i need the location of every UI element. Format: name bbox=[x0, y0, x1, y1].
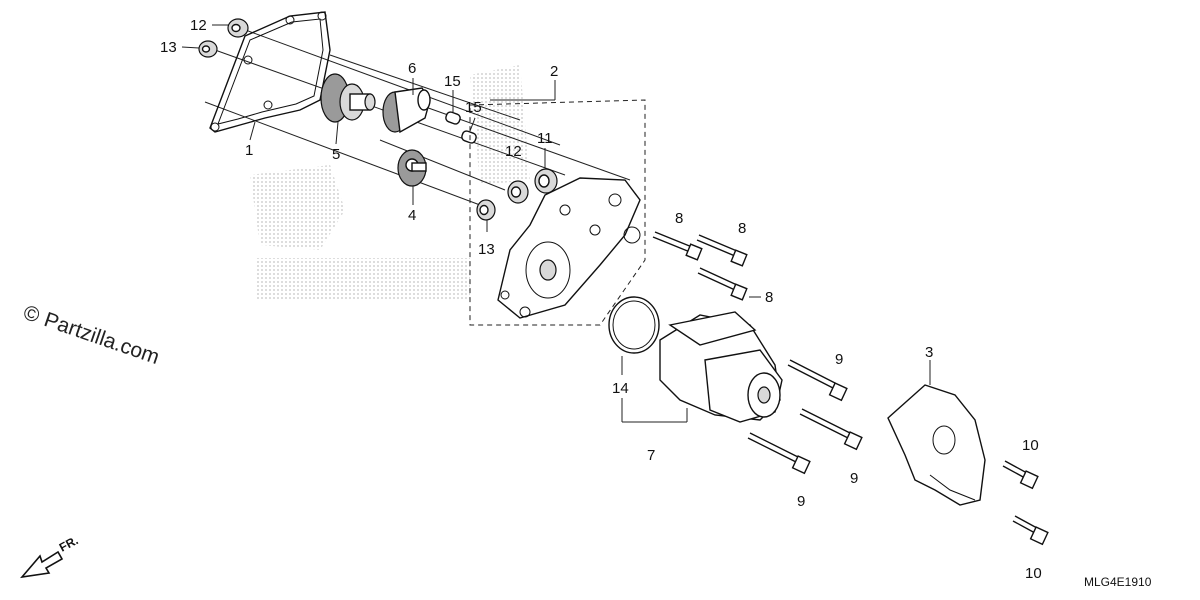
label-part-15-a: 15 bbox=[444, 73, 461, 90]
diagram-code: MLG4E1910 bbox=[1084, 575, 1152, 589]
bolt-8-c bbox=[697, 267, 748, 301]
front-label: FR. bbox=[57, 533, 81, 554]
label-part-5: 5 bbox=[332, 146, 340, 163]
o-ring-14 bbox=[608, 296, 660, 354]
label-part-10-b: 10 bbox=[1025, 565, 1042, 582]
label-part-4: 4 bbox=[408, 207, 416, 224]
dotted-brand-watermark bbox=[250, 65, 530, 300]
label-part-1: 1 bbox=[245, 142, 253, 159]
gear-4-part bbox=[397, 149, 427, 187]
label-part-6: 6 bbox=[408, 60, 416, 77]
seal-11 bbox=[534, 168, 558, 194]
bolt-8-a bbox=[652, 231, 703, 261]
leader-lines bbox=[181, 24, 931, 423]
label-part-15-b: 15 bbox=[465, 99, 482, 116]
label-part-9-b: 9 bbox=[850, 470, 858, 487]
copyright-symbol: © bbox=[20, 301, 43, 328]
label-part-11: 11 bbox=[537, 130, 553, 147]
front-arrow-icon bbox=[19, 550, 64, 579]
label-part-12-top: 12 bbox=[190, 17, 207, 34]
label-part-12-center: 12 bbox=[505, 143, 522, 160]
seal-12-top bbox=[227, 18, 249, 38]
label-part-14: 14 bbox=[612, 380, 629, 397]
watermark-text: Partzilla.com bbox=[41, 308, 162, 369]
gear-housing-part bbox=[469, 99, 646, 326]
label-part-13-center: 13 bbox=[478, 241, 495, 258]
bolt-10-a bbox=[1002, 460, 1039, 490]
label-part-9-a: 9 bbox=[835, 351, 843, 368]
label-part-9-c: 9 bbox=[797, 493, 805, 510]
front-direction-indicator: FR. bbox=[19, 533, 81, 579]
motor-cover-part bbox=[887, 384, 986, 506]
gear-6-part bbox=[382, 87, 431, 134]
label-part-8-c: 8 bbox=[765, 289, 773, 306]
label-part-13-top: 13 bbox=[160, 39, 177, 56]
bolt-10-b bbox=[1012, 515, 1049, 546]
bolt-9-c bbox=[747, 432, 811, 475]
gasket-part bbox=[209, 11, 331, 133]
seal-13-center bbox=[476, 199, 496, 221]
copyright-watermark: © Partzilla.com bbox=[20, 301, 162, 369]
label-part-3: 3 bbox=[925, 344, 933, 361]
seal-13-top bbox=[198, 40, 218, 58]
dowel-pin-15-a bbox=[445, 111, 461, 125]
label-part-7: 7 bbox=[647, 447, 655, 464]
bolt-9-a bbox=[787, 359, 848, 402]
bolt-9-b bbox=[799, 408, 863, 451]
label-part-10-a: 10 bbox=[1022, 437, 1039, 454]
label-part-2: 2 bbox=[550, 63, 558, 80]
seal-12-center bbox=[507, 180, 529, 204]
label-part-8-a: 8 bbox=[675, 210, 683, 227]
gear-5-part bbox=[320, 73, 376, 123]
bolt-8-b bbox=[696, 234, 748, 267]
shift-motor-part bbox=[659, 311, 783, 423]
label-part-8-b: 8 bbox=[738, 220, 746, 237]
dowel-pin-15-b bbox=[461, 130, 477, 144]
